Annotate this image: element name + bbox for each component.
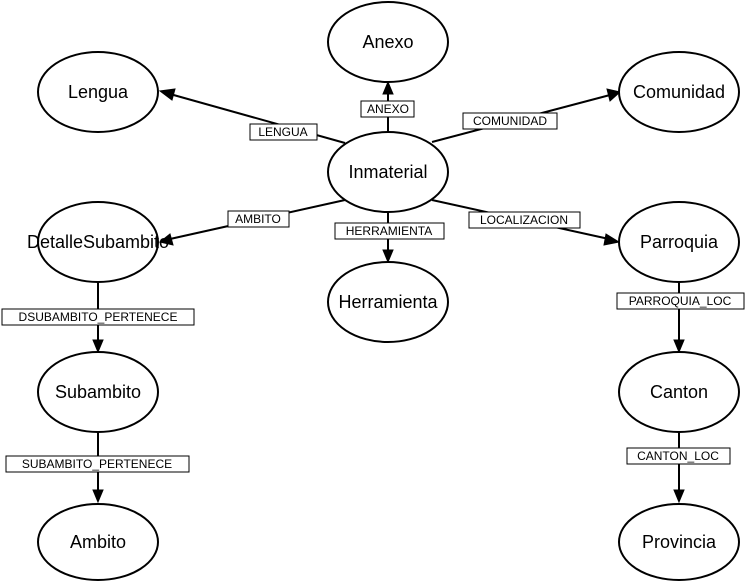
node-comunidad-label: Comunidad — [633, 82, 725, 102]
edge-label-localizacion: LOCALIZACION — [468, 211, 581, 229]
edge-label-herramienta-text: HERRAMIENTA — [346, 224, 432, 238]
edge-label-parroquia-loc-text: PARROQUIA_LOC — [629, 294, 732, 308]
edge-label-subambito-pertenece-text: SUBAMBITO_PERTENECE — [22, 457, 172, 471]
edge-label-subambito-pertenece: SUBAMBITO_PERTENECE — [5, 455, 190, 473]
edge-label-anexo-text: ANEXO — [367, 102, 409, 116]
node-detallesubambito-label: DetalleSubambito — [27, 232, 169, 252]
node-inmaterial[interactable]: Inmaterial — [327, 131, 449, 213]
edge-canton-provincia — [673, 432, 685, 504]
edge-label-parroquia-loc: PARROQUIA_LOC — [616, 292, 745, 310]
node-provincia-label: Provincia — [642, 532, 717, 552]
node-lengua[interactable]: Lengua — [37, 51, 159, 133]
edge-label-comunidad-text: COMUNIDAD — [473, 114, 547, 128]
edge-label-comunidad: COMUNIDAD — [462, 112, 558, 130]
edge-label-canton-loc-text: CANTON_LOC — [637, 449, 719, 463]
node-parroquia[interactable]: Parroquia — [618, 201, 740, 283]
edge-label-canton-loc: CANTON_LOC — [626, 447, 731, 465]
node-subambito-label: Subambito — [55, 382, 141, 402]
edge-label-dsubambito-pertenece-text: DSUBAMBITO_PERTENECE — [19, 310, 178, 324]
node-anexo[interactable]: Anexo — [327, 1, 449, 83]
edge-label-herramienta: HERRAMIENTA — [334, 222, 445, 240]
node-provincia[interactable]: Provincia — [618, 503, 740, 581]
node-ambito-label: Ambito — [70, 532, 126, 552]
node-herramienta[interactable]: Herramienta — [327, 261, 449, 343]
node-anexo-label: Anexo — [362, 32, 413, 52]
node-canton[interactable]: Canton — [618, 351, 740, 433]
edge-label-anexo: ANEXO — [360, 100, 415, 118]
edge-label-lengua-text: LENGUA — [258, 125, 307, 139]
edge-label-ambito: AMBITO — [227, 210, 290, 228]
node-parroquia-label: Parroquia — [640, 232, 719, 252]
edge-label-lengua: LENGUA — [249, 123, 318, 141]
node-lengua-label: Lengua — [68, 82, 129, 102]
edge-label-ambito-text: AMBITO — [235, 212, 281, 226]
edge-label-localizacion-text: LOCALIZACION — [480, 213, 568, 227]
node-inmaterial-label: Inmaterial — [348, 162, 427, 182]
node-detallesubambito[interactable]: DetalleSubambito — [27, 201, 169, 283]
edge-label-dsubambito-pertenece: DSUBAMBITO_PERTENECE — [1, 308, 195, 326]
node-ambito[interactable]: Ambito — [37, 503, 159, 581]
node-comunidad[interactable]: Comunidad — [618, 51, 740, 133]
node-canton-label: Canton — [650, 382, 708, 402]
node-subambito[interactable]: Subambito — [37, 351, 159, 433]
edge-parroquia-canton — [673, 282, 685, 354]
node-herramienta-label: Herramienta — [338, 292, 438, 312]
